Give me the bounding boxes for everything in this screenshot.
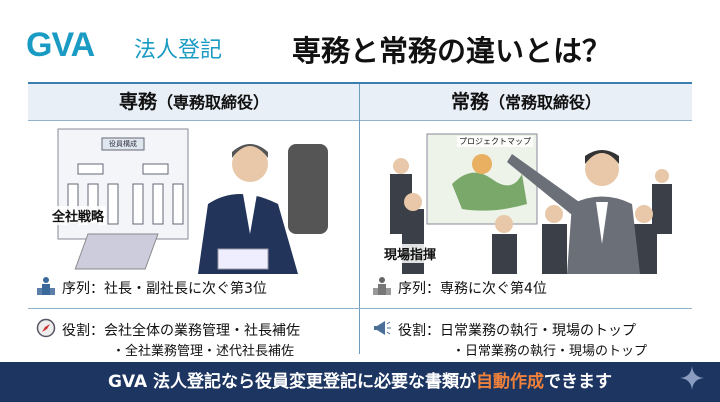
gva-logo: GVA <box>26 26 95 64</box>
comparison-table: 専務（専務取締役） 常務（常務取締役） 役員構成 全社戦略 <box>28 82 692 360</box>
illustration-label: 現場指揮 <box>382 244 439 263</box>
jomu-rank: 序列：専務に次ぐ第4位 <box>398 281 547 297</box>
illustration-field-command: プロジェクトマップ 現場指揮 <box>372 124 688 274</box>
column-header-jomu: 常務（常務取締役） <box>360 84 692 121</box>
illustration-label: 全社戦略 <box>50 206 107 225</box>
footer-text-end: できます <box>544 372 613 392</box>
senmu-rank: 序列：社長・副社長に次ぐ第3位 <box>62 281 267 297</box>
senmu-role-extra: ・全社業務管理・述代社長補佐 <box>112 344 295 359</box>
row-divider <box>28 308 692 309</box>
sparkle-icon <box>680 366 704 390</box>
column-header-senmu: 専務（専務取締役） <box>28 84 360 121</box>
compass-icon <box>36 318 56 338</box>
illustration-executive-desk: 役員構成 全社戦略 <box>38 124 338 274</box>
logo-subtitle: 法人登記 <box>134 38 223 63</box>
footer-highlight: 自動作成 <box>476 372 545 392</box>
org-chart-label: 役員構成 <box>109 140 137 148</box>
podium-icon <box>37 277 55 295</box>
podium-icon <box>373 277 391 295</box>
senmu-role: 役割：会社全体の業務管理・社長補佐 <box>62 323 300 339</box>
jomu-role-extra: ・日常業務の執行・現場のトップ <box>452 344 648 359</box>
map-label: プロジェクトマップ <box>457 136 533 147</box>
column-divider <box>359 84 360 354</box>
footer-text: GVA 法人登記なら役員変更登記に必要な書類が <box>107 372 477 392</box>
page-title: 専務と常務の違いとは？ <box>292 34 612 68</box>
jomu-role: 役割：日常業務の執行・現場のトップ <box>398 323 636 339</box>
megaphone-icon <box>374 321 391 335</box>
footer-banner: GVA 法人登記なら役員変更登記に必要な書類が自動作成できます <box>0 362 720 402</box>
